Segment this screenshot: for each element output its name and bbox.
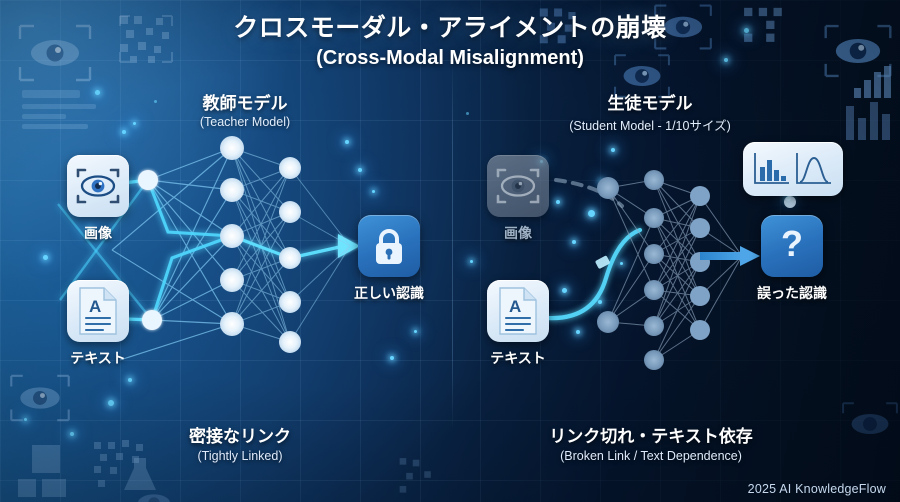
wrong-recognition-output[interactable]: ? 誤った認識 [757, 215, 832, 303]
student-image-input[interactable]: 画像 [487, 155, 549, 243]
particle [345, 140, 349, 144]
teacher-text-input[interactable]: A テキスト [67, 280, 138, 368]
statistics-chart-icon [743, 142, 843, 196]
particle [562, 288, 567, 293]
student-image-label: 画像 [504, 225, 532, 241]
tightly-linked-caption: 密接なリンク (Tightly Linked) [140, 422, 340, 463]
correct-recognition-output[interactable]: 正しい認識 [354, 215, 429, 303]
teacher-heading-en: (Teacher Model) [199, 115, 291, 129]
particle [572, 240, 576, 244]
particle [122, 130, 126, 134]
particle [133, 122, 136, 125]
broken-link-caption: リンク切れ・テキスト依存 (Broken Link / Text Depende… [520, 422, 782, 463]
student-output-arrow [700, 246, 760, 266]
tightly-linked-jp: 密接なリンク [189, 427, 291, 446]
lock-icon [358, 215, 420, 277]
text-document-icon: A [487, 280, 549, 342]
credit-text: 2025 AI KnowledgeFlow [747, 482, 886, 496]
particle [358, 168, 362, 172]
particle [24, 418, 27, 421]
student-heading-en: (Student Model - 1/10サイズ) [569, 119, 731, 133]
teacher-model-heading: 教師モデル (Teacher Model) [150, 89, 340, 129]
particle [70, 432, 74, 436]
statistics-card[interactable] [743, 142, 843, 196]
eye-scan-icon [67, 155, 129, 217]
question-mark-icon: ? [761, 215, 823, 277]
particle [744, 28, 749, 33]
particle [598, 300, 602, 304]
particle [576, 330, 580, 334]
broken-link-jp: リンク切れ・テキスト依存 [549, 427, 753, 446]
particle [154, 100, 157, 103]
text-document-icon: A [67, 280, 129, 342]
svg-text:A: A [89, 297, 101, 316]
particle [588, 210, 595, 217]
particle [88, 228, 92, 232]
section-divider [452, 60, 453, 430]
title-japanese: クロスモーダル・アライメントの崩壊 [233, 14, 667, 42]
particle [390, 356, 394, 360]
teacher-text-label: テキスト [70, 350, 126, 366]
eye-scan-icon-disabled [487, 155, 549, 217]
student-text-input[interactable]: A テキスト [487, 280, 558, 368]
particle [611, 148, 615, 152]
particle [470, 260, 473, 263]
particle [95, 90, 100, 95]
particle [128, 378, 132, 382]
particle [466, 112, 469, 115]
particle [43, 255, 48, 260]
svg-text:A: A [509, 297, 521, 316]
teacher-heading-jp: 教師モデル [202, 94, 288, 113]
svg-text:?: ? [781, 225, 803, 264]
student-text-label: テキスト [490, 350, 546, 366]
student-heading-jp: 生徒モデル [607, 94, 693, 113]
particle [620, 262, 623, 265]
correct-recognition-label: 正しい認識 [354, 285, 424, 301]
title-english: (Cross-Modal Misalignment) [316, 47, 584, 69]
broken-link-en: (Broken Link / Text Dependence) [560, 449, 742, 463]
particle [414, 330, 417, 333]
particle [372, 190, 375, 193]
wrong-recognition-label: 誤った認識 [757, 285, 827, 301]
page-title: クロスモーダル・アライメントの崩壊 (Cross-Modal Misalignm… [0, 8, 900, 70]
text-dependence-link [545, 227, 643, 321]
student-model-heading: 生徒モデル (Student Model - 1/10サイズ) [535, 89, 765, 134]
teacher-image-input[interactable]: 画像 [67, 155, 129, 243]
particle [724, 58, 728, 62]
teacher-image-label: 画像 [84, 225, 112, 241]
particle [108, 400, 114, 406]
particle [556, 200, 560, 204]
tightly-linked-en: (Tightly Linked) [197, 449, 283, 463]
